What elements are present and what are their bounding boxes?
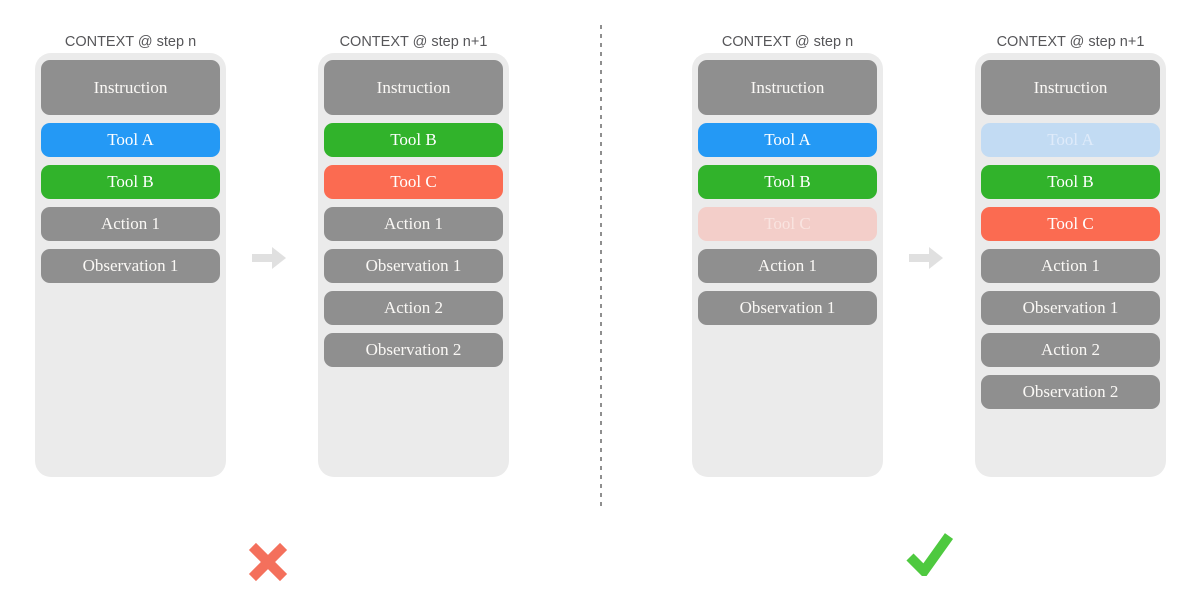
context-box-observation-1: Observation 1 bbox=[324, 249, 503, 283]
context-box-instruction: Instruction bbox=[981, 60, 1160, 115]
arrow-shaft bbox=[252, 254, 272, 262]
arrow-right-icon bbox=[252, 247, 286, 269]
context-box-action-2: Action 2 bbox=[324, 291, 503, 325]
context-box-observation-2: Observation 2 bbox=[324, 333, 503, 367]
cross-icon bbox=[248, 542, 288, 582]
context-box-action-1: Action 1 bbox=[324, 207, 503, 241]
arrow-head bbox=[929, 247, 943, 269]
check-glyph bbox=[906, 533, 954, 579]
context-box-action-1: Action 1 bbox=[698, 249, 877, 283]
check-icon bbox=[905, 530, 954, 579]
panel-divider bbox=[600, 25, 602, 509]
arrow-head bbox=[272, 247, 286, 269]
arrow-right-icon bbox=[909, 247, 943, 269]
column-header: CONTEXT @ step n+1 bbox=[339, 34, 488, 50]
context-box-instruction: Instruction bbox=[41, 60, 220, 115]
column-header: CONTEXT @ step n bbox=[721, 34, 854, 50]
context-box-instruction: Instruction bbox=[698, 60, 877, 115]
context-box-observation-2: Observation 2 bbox=[981, 375, 1160, 409]
context-box-tool-b: Tool B bbox=[41, 165, 220, 199]
context-box-tool-b: Tool B bbox=[324, 123, 503, 157]
context-box-tool-c: Tool C bbox=[698, 207, 877, 241]
context-box-tool-c: Tool C bbox=[981, 207, 1160, 241]
context-box-tool-a: Tool A bbox=[698, 123, 877, 157]
column-header: CONTEXT @ step n bbox=[64, 34, 197, 50]
arrow-shaft bbox=[909, 254, 929, 262]
context-box-observation-1: Observation 1 bbox=[698, 291, 877, 325]
context-box-observation-1: Observation 1 bbox=[41, 249, 220, 283]
context-box-tool-a: Tool A bbox=[981, 123, 1160, 157]
context-box-tool-b: Tool B bbox=[698, 165, 877, 199]
context-box-tool-b: Tool B bbox=[981, 165, 1160, 199]
context-box-instruction: Instruction bbox=[324, 60, 503, 115]
context-box-observation-1: Observation 1 bbox=[981, 291, 1160, 325]
context-box-action-1: Action 1 bbox=[981, 249, 1160, 283]
context-box-tool-a: Tool A bbox=[41, 123, 220, 157]
column-header: CONTEXT @ step n+1 bbox=[996, 34, 1145, 50]
context-box-action-1: Action 1 bbox=[41, 207, 220, 241]
context-box-action-2: Action 2 bbox=[981, 333, 1160, 367]
context-box-tool-c: Tool C bbox=[324, 165, 503, 199]
